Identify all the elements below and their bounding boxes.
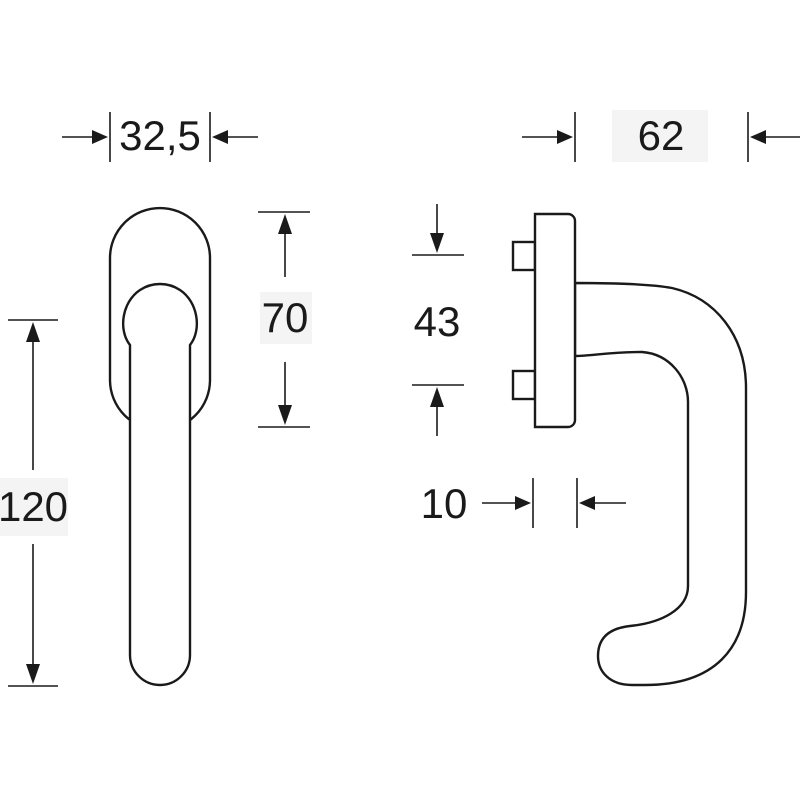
dimension-label-base-thickness: 10 xyxy=(421,480,468,527)
dimension-front-width: 32,5 xyxy=(62,112,258,162)
dimension-total-height: 120 xyxy=(0,319,68,687)
dimension-side-depth: 62 xyxy=(522,110,800,162)
dimension-rose-height: 70 xyxy=(258,211,312,428)
dimension-label-front-width: 32,5 xyxy=(119,112,201,159)
dimension-label-side-depth: 62 xyxy=(638,112,685,159)
front-lever xyxy=(122,282,198,687)
side-pin-top xyxy=(511,240,537,272)
side-pin-bottom xyxy=(511,369,537,401)
side-view xyxy=(511,212,748,687)
side-lever xyxy=(573,281,748,687)
dimension-spindle-spacing: 43 xyxy=(412,204,464,436)
front-view xyxy=(108,206,212,687)
dimension-base-thickness: 10 xyxy=(421,478,626,528)
dimension-label-rose-height: 70 xyxy=(262,294,309,341)
side-base-plate xyxy=(533,212,577,429)
dimension-label-total-height: 120 xyxy=(0,483,68,530)
dimension-label-spindle-spacing: 43 xyxy=(414,298,461,345)
